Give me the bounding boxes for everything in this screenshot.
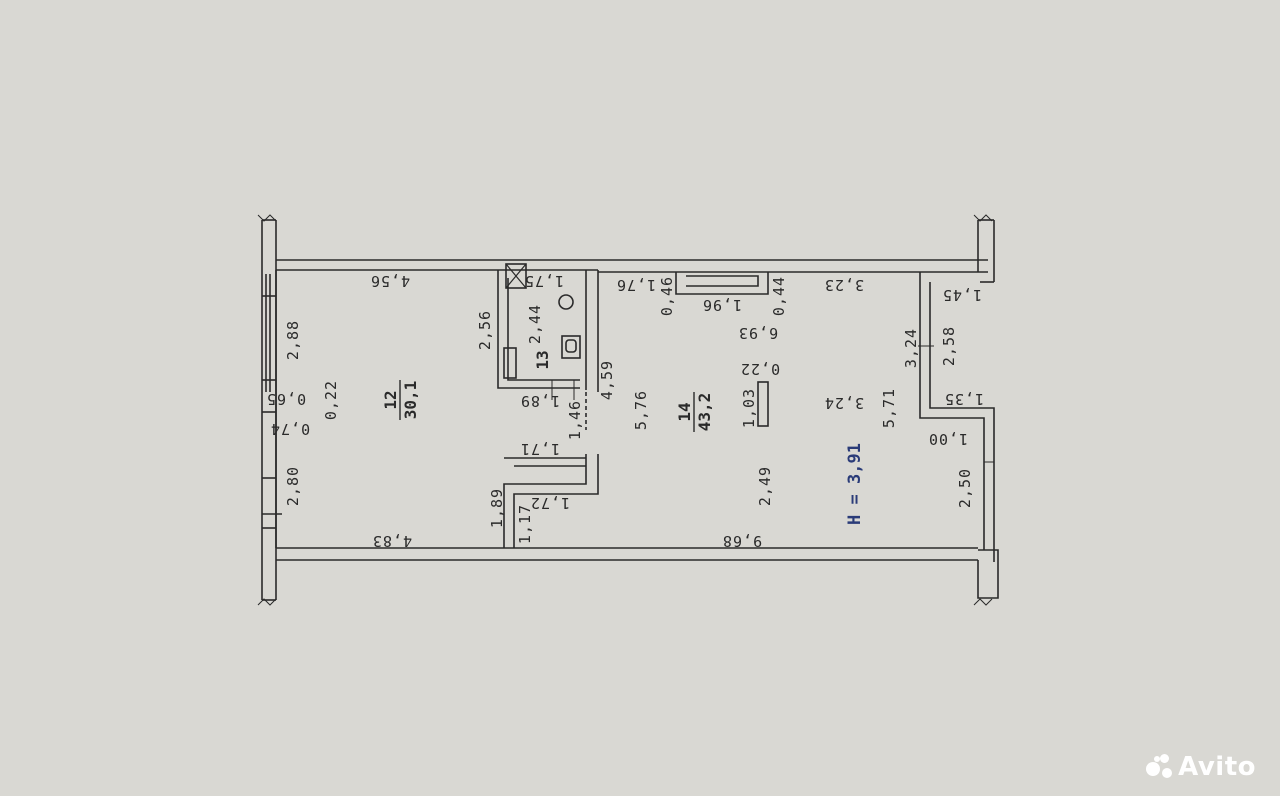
dim-3-24-room: 3,24 (824, 394, 864, 412)
dim-1-75: 1,75 (524, 272, 564, 290)
dim-1-45: 1,45 (942, 286, 982, 304)
room-13-label: 13 (533, 350, 552, 369)
dimension-labels: 4,56 1,75 1,76 3,23 1,45 1,96 6,93 0,65 … (266, 272, 984, 550)
dim-2-88: 2,88 (284, 320, 302, 360)
dim-1-03: 1,03 (740, 388, 758, 428)
dim-1-72: 1,72 (530, 494, 570, 512)
dim-1-46: 1,46 (566, 400, 584, 440)
dim-0-65: 0,65 (266, 390, 306, 408)
dim-2-44: 2,44 (526, 304, 544, 344)
room-14-label: 14 43,2 (675, 392, 714, 432)
dim-0-44: 0,44 (770, 276, 788, 316)
avito-logo-icon (1144, 754, 1174, 780)
dim-1-89: 1,89 (520, 392, 560, 410)
dim-1-96: 1,96 (702, 296, 742, 314)
dim-0-22-column: 0,22 (740, 360, 780, 378)
dim-5-76: 5,76 (632, 390, 650, 430)
room-13-number: 13 (533, 350, 552, 369)
room-12-area: 30,1 (401, 381, 420, 420)
dim-5-71: 5,71 (880, 388, 898, 428)
dim-2-58: 2,58 (940, 326, 958, 366)
dim-4-83: 4,83 (372, 532, 412, 550)
dim-9-68: 9,68 (722, 532, 762, 550)
avito-watermark: Avito (1144, 752, 1256, 782)
dim-2-56: 2,56 (476, 310, 494, 350)
dim-2-49: 2,49 (756, 466, 774, 506)
room-14-number: 14 (675, 402, 694, 421)
dim-1-76: 1,76 (616, 276, 656, 294)
ceiling-height-label: H = 3,91 (845, 443, 865, 525)
dim-1-17: 1,17 (516, 504, 534, 544)
dim-4-59: 4,59 (598, 360, 616, 400)
dim-3-23: 3,23 (824, 276, 864, 294)
dim-0-22-window: 0,22 (322, 380, 340, 420)
room-14-area: 43,2 (695, 393, 714, 432)
dim-6-93: 6,93 (738, 324, 778, 342)
dim-1-71: 1,71 (520, 440, 560, 458)
dim-0-46: 0,46 (658, 276, 676, 316)
room-12-label: 12 30,1 (381, 380, 420, 420)
avito-watermark-text: Avito (1178, 752, 1256, 782)
dim-1-00: 1,00 (928, 430, 968, 448)
dim-1-35: 1,35 (944, 390, 984, 408)
dim-2-80: 2,80 (284, 466, 302, 506)
dim-1-89-lower: 1,89 (488, 488, 506, 528)
dim-3-24-wall: 3,24 (902, 328, 920, 368)
dim-0-74: 0,74 (270, 420, 310, 438)
dim-4-56: 4,56 (370, 272, 410, 290)
dim-2-50: 2,50 (956, 468, 974, 508)
room-12-number: 12 (381, 390, 400, 409)
